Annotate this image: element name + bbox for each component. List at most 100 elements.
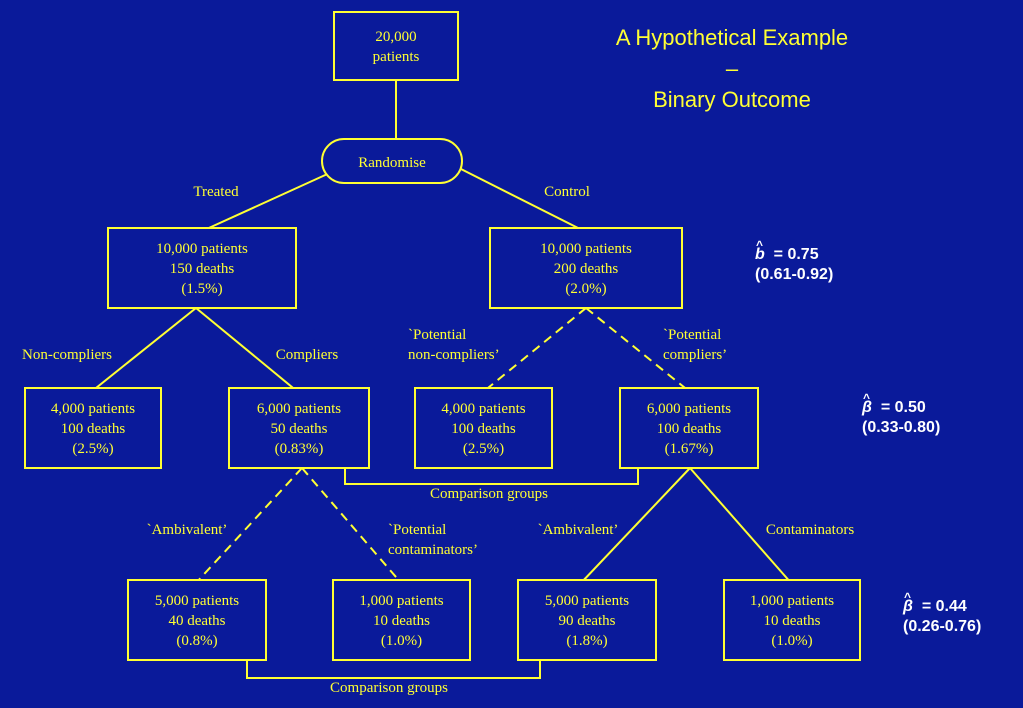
estimate-value: = 0.75 xyxy=(773,246,819,263)
label-potential-noncompliers: `Potential non-compliers’ xyxy=(408,327,500,363)
randomise-node: Randomise xyxy=(321,138,463,184)
edge-label-line: non-compliers’ xyxy=(408,347,500,363)
slide-title: A Hypothetical Example – Binary Outcome xyxy=(582,22,882,115)
edge-label-line: Compliers xyxy=(276,347,339,363)
node-text-line: 100 deaths xyxy=(451,421,516,437)
label-potential-contaminators: `Potential contaminators’ xyxy=(388,522,478,558)
node-text-line: 10 deaths xyxy=(763,613,820,629)
edge-compliers xyxy=(195,307,299,393)
edge-control xyxy=(454,165,587,233)
edge-label-line: Control xyxy=(544,184,590,200)
node-text-line: 50 deaths xyxy=(270,421,327,437)
label-potential-compliers: `Potential compliers’ xyxy=(663,327,727,363)
node-root: 20,000 patients xyxy=(333,11,459,81)
label-compliers: Compliers xyxy=(276,347,339,363)
node-text-line: patients xyxy=(373,49,420,65)
node-text-line: (2.5%) xyxy=(463,441,504,457)
node-compliers-potential-contaminators: 1,000 patients 10 deaths (1.0%) xyxy=(332,579,471,661)
title-line-3: Binary Outcome xyxy=(653,87,811,112)
estimate-ci: (0.33-0.80) xyxy=(862,419,941,436)
label-ambivalent-right: `Ambivalent’ xyxy=(538,522,619,538)
node-text-line: 90 deaths xyxy=(558,613,615,629)
edge-label-line: `Potential xyxy=(388,522,446,538)
estimate-value: = 0.44 xyxy=(921,598,967,615)
node-text-line: 6,000 patients xyxy=(257,401,341,417)
label-ambivalent-left: `Ambivalent’ xyxy=(147,522,228,538)
node-boxes: Randomise 20,000 patients 10,000 patients 15… xyxy=(24,11,861,661)
node-text-line: 100 deaths xyxy=(657,421,722,437)
node-treated-compliers: 6,000 patients 50 deaths (0.83%) xyxy=(228,387,370,469)
node-text-line: (1.0%) xyxy=(381,633,422,649)
node-text-line: 10,000 patients xyxy=(156,241,248,257)
edge-label-line: `Ambivalent’ xyxy=(147,522,228,538)
node-text-line: (0.8%) xyxy=(176,633,217,649)
node-text-line: 10,000 patients xyxy=(540,241,632,257)
title-line-1: A Hypothetical Example xyxy=(615,25,849,50)
estimate-beta-2: ^β = 0.44 (0.26-0.76) xyxy=(903,590,982,635)
node-text-line: 6,000 patients xyxy=(647,401,731,417)
edge-label-line: `Potential xyxy=(408,327,466,343)
comparison-bracket-2 xyxy=(246,660,541,679)
estimate-b: ^b = 0.75 (0.61-0.92) xyxy=(755,238,834,283)
edge-label-line: Contaminators xyxy=(766,522,854,538)
title-line-2: – xyxy=(725,56,739,81)
node-compliers-ambivalent: 5,000 patients 40 deaths (0.8%) xyxy=(127,579,267,661)
node-text-line: (1.67%) xyxy=(665,441,714,457)
estimate-ci: (0.26-0.76) xyxy=(903,618,982,635)
edge-noncompliers xyxy=(90,307,197,393)
node-text-line: 40 deaths xyxy=(168,613,225,629)
node-text-line: 4,000 patients xyxy=(51,401,135,417)
node-text-line: 5,000 patients xyxy=(155,593,239,609)
node-control-potential-compliers: 6,000 patients 100 deaths (1.67%) xyxy=(619,387,759,469)
estimate-value: = 0.50 xyxy=(880,399,926,416)
node-text-line: (1.8%) xyxy=(566,633,607,649)
estimate-ci: (0.61-0.92) xyxy=(755,266,834,283)
edge-label-line: Treated xyxy=(193,184,239,200)
node-control-potential-noncompliers: 4,000 patients 100 deaths (2.5%) xyxy=(414,387,553,469)
estimate-symbol: β xyxy=(862,399,872,416)
edge-label-line: Non-compliers xyxy=(22,347,112,363)
edge-label-line: `Ambivalent’ xyxy=(538,522,619,538)
label-control: Control xyxy=(544,184,590,200)
node-text-line: 4,000 patients xyxy=(441,401,525,417)
node-control: 10,000 patients 200 deaths (2.0%) xyxy=(489,227,683,309)
edge-ambivalent-right xyxy=(579,467,691,585)
node-treated: 10,000 patients 150 deaths (1.5%) xyxy=(107,227,297,309)
label-noncompliers: Non-compliers xyxy=(22,347,112,363)
edge-potential-compliers xyxy=(585,307,691,393)
edge-potential-contaminators xyxy=(301,467,403,585)
node-treated-noncompliers: 4,000 patients 100 deaths (2.5%) xyxy=(24,387,162,469)
node-text-line: (0.83%) xyxy=(275,441,324,457)
node-text-line: (1.5%) xyxy=(181,281,222,297)
node-text-line: (2.0%) xyxy=(565,281,606,297)
node-text-line: 150 deaths xyxy=(170,261,235,277)
node-text-line: 1,000 patients xyxy=(359,593,443,609)
edge-label-line: compliers’ xyxy=(663,347,727,363)
node-text-line: (1.0%) xyxy=(771,633,812,649)
randomise-label: Randomise xyxy=(358,155,426,171)
comparison-label-2: Comparison groups xyxy=(330,680,448,696)
estimate-symbol: b xyxy=(755,246,765,263)
node-pot-compliers-contaminators: 1,000 patients 10 deaths (1.0%) xyxy=(723,579,861,661)
edge-potential-noncompliers xyxy=(482,307,587,393)
comparison-bracket-1 xyxy=(344,468,639,485)
node-text-line: 20,000 xyxy=(375,29,416,45)
edge-label-line: `Potential xyxy=(663,327,721,343)
node-text-line: 200 deaths xyxy=(554,261,619,277)
node-text-line: (2.5%) xyxy=(72,441,113,457)
edge-label-line: contaminators’ xyxy=(388,542,478,558)
estimate-symbol: β xyxy=(903,598,913,615)
node-text-line: 100 deaths xyxy=(61,421,126,437)
connector-lines xyxy=(90,80,793,679)
node-text-line: 1,000 patients xyxy=(750,593,834,609)
edge-contaminators xyxy=(689,467,793,585)
node-text-line: 10 deaths xyxy=(373,613,430,629)
edge-ambivalent-left xyxy=(194,467,303,585)
label-treated: Treated xyxy=(193,184,239,200)
label-contaminators: Contaminators xyxy=(766,522,854,538)
edge-treated xyxy=(199,165,346,233)
estimate-beta-1: ^β = 0.50 (0.33-0.80) xyxy=(862,391,941,436)
